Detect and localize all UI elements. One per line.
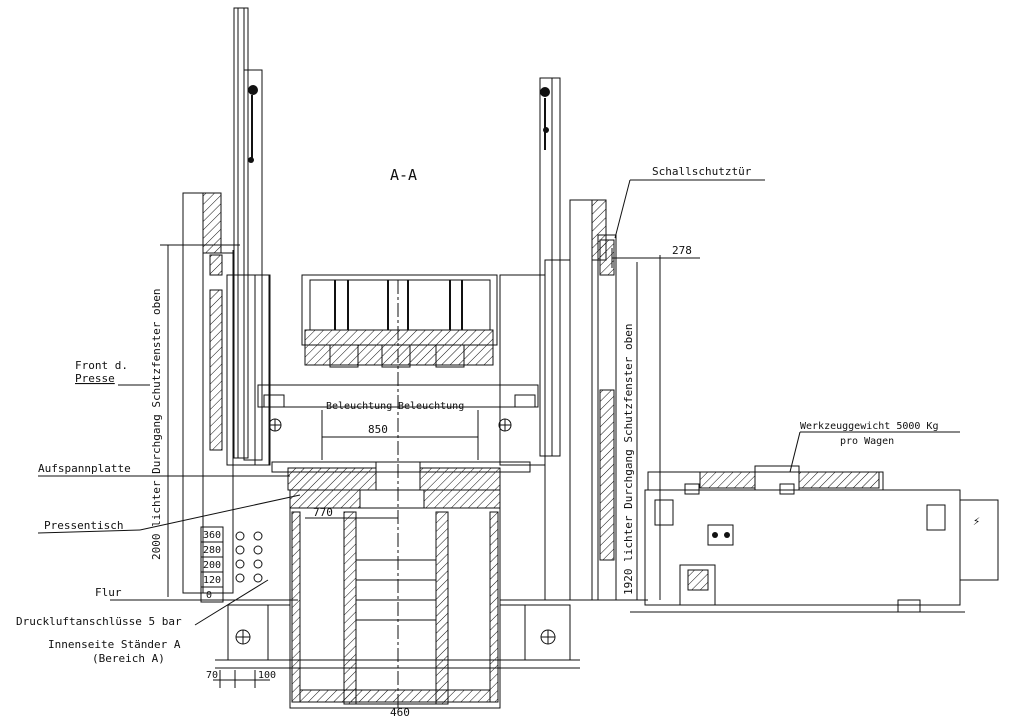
label-front-line2: Presse <box>75 372 115 385</box>
tool-cart: ⚡ <box>630 465 999 613</box>
height-360: 360 <box>203 530 221 541</box>
bolster-and-table <box>271 461 531 509</box>
height-120: 120 <box>203 575 221 586</box>
dim-850: 850 <box>368 423 388 436</box>
lower-frame <box>215 507 580 709</box>
dim-770: 770 <box>313 506 333 519</box>
label-vertical-left: 2000 lichter Durchgang Schutzfenster obe… <box>150 288 163 560</box>
label-druckluft: Druckluftanschlüsse 5 bar <box>16 615 182 628</box>
right-standard <box>499 199 617 601</box>
right-door-guide <box>539 77 561 457</box>
label-flur: Flur <box>95 586 122 599</box>
label-vertical-right: 1920 lichter Durchgang Schutzfenster obe… <box>622 323 635 595</box>
dim-460: 460 <box>390 706 410 719</box>
label-front-line1: Front d. <box>75 359 128 372</box>
height-200: 200 <box>203 560 221 571</box>
label-innenseite: Innenseite Ständer A <box>48 638 181 651</box>
label-beleuchtung-right: Beleuchtung <box>398 401 464 412</box>
upper-ram <box>257 274 539 432</box>
dim-70: 70 <box>206 670 218 681</box>
height-0: 0 <box>206 590 212 601</box>
label-werkzeug-line2: pro Wagen <box>840 436 894 447</box>
height-280: 280 <box>203 545 221 556</box>
label-aufspannplatte: Aufspannplatte <box>38 462 131 475</box>
label-bereich: (Bereich A) <box>92 652 165 665</box>
section-title: A-A <box>390 166 417 184</box>
label-beleuchtung-left: Beleuchtung <box>326 401 392 412</box>
label-werkzeug-line1: Werkzeuggewicht 5000 Kg <box>800 421 938 432</box>
dimension-lines <box>37 179 960 705</box>
lightning-icon: ⚡ <box>973 514 980 528</box>
label-pressentisch: Pressentisch <box>44 519 123 532</box>
dim-278: 278 <box>672 244 692 257</box>
dim-100: 100 <box>258 670 276 681</box>
height-scale: 360 280 200 120 0 <box>200 526 263 603</box>
label-schallschutztuer: Schallschutztür <box>652 165 752 178</box>
left-standard <box>182 192 271 594</box>
